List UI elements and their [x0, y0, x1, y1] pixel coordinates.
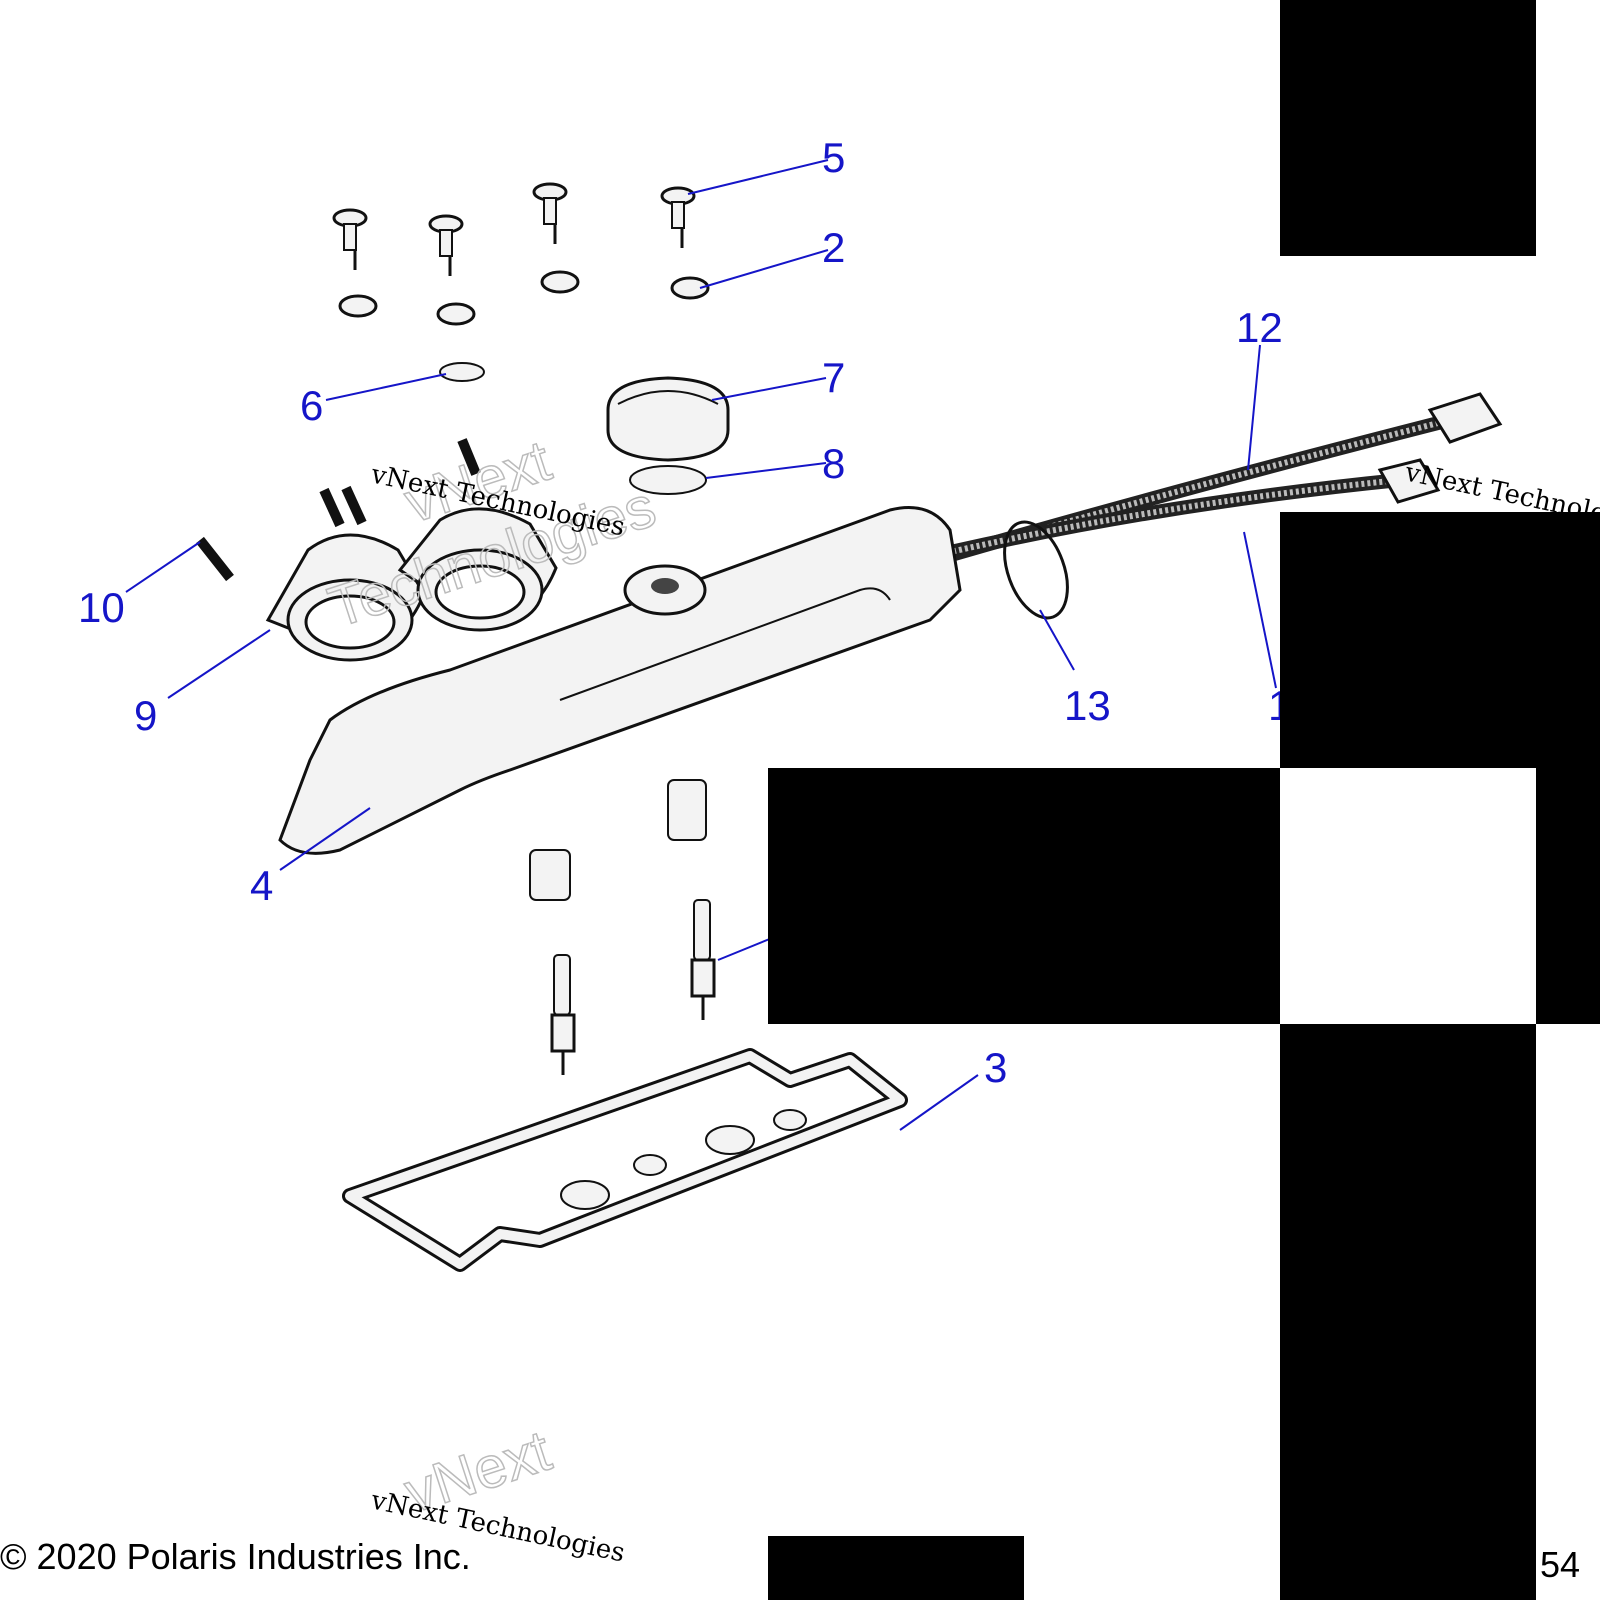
callout-6: 6 [300, 382, 323, 429]
grommet [670, 276, 710, 300]
redaction-block [1280, 1514, 1536, 1600]
oil-fill-cap [606, 376, 730, 462]
redaction-block [768, 1536, 1024, 1600]
callout-7: 7 [822, 354, 845, 401]
valve-cover [278, 506, 962, 901]
grommet [540, 270, 580, 294]
redaction-block [1536, 768, 1600, 1024]
spark-plugs [550, 899, 716, 1075]
wire-loop [1003, 520, 1069, 620]
copyright-notice: © 2020 Polaris Industries Inc. [0, 1536, 471, 1577]
o-ring [629, 465, 707, 495]
bolt-group [332, 182, 696, 276]
bolt [428, 214, 464, 276]
callout-3: 3 [984, 1044, 1007, 1091]
callout-10: 10 [78, 584, 125, 631]
callout-5: 5 [822, 134, 845, 181]
bolt [332, 208, 368, 270]
bolt [660, 186, 696, 248]
callout-4: 4 [250, 862, 273, 909]
washer [439, 362, 485, 382]
grommet-group [338, 270, 710, 326]
redaction-block [1280, 1024, 1536, 1514]
grommet [338, 294, 378, 318]
bolt [532, 182, 568, 244]
leader-lines [125, 159, 1277, 1131]
callout-2: 2 [822, 224, 845, 271]
grommet [436, 302, 476, 326]
intake-boots [265, 507, 558, 662]
redaction-block [1280, 0, 1536, 256]
callout-12: 12 [1236, 304, 1283, 351]
page-number: 54 [1540, 1544, 1581, 1585]
callout-13: 13 [1064, 682, 1111, 729]
callout-9: 9 [134, 692, 157, 739]
redaction-block [1280, 512, 1600, 768]
callout-8: 8 [822, 440, 845, 487]
redaction-block [768, 768, 1280, 1024]
intake-bolts [196, 438, 481, 582]
valve-cover-gasket [342, 1048, 908, 1272]
